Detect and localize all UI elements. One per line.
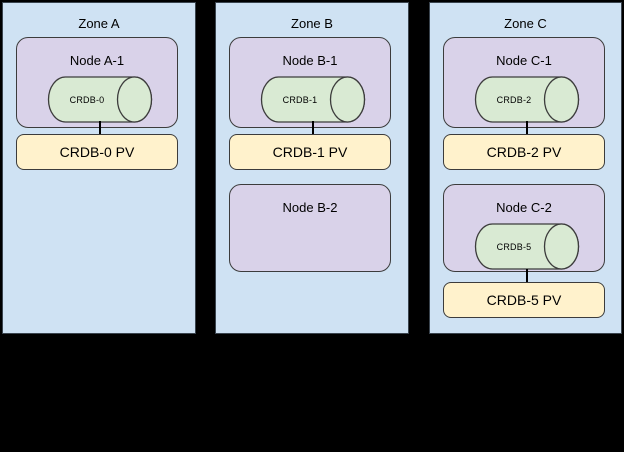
zone-a: Zone A Node A-1 CRDB-0 CRDB-0 PV [2, 2, 196, 334]
crdb-5-pv: CRDB-5 PV [443, 282, 605, 318]
node-c-1-label: Node C-1 [496, 53, 552, 68]
crdb-2-pod: CRDB-2 [474, 76, 580, 123]
node-a-1-label: Node A-1 [69, 53, 125, 68]
crdb-5-pod-label: CRDB-5 [496, 241, 532, 252]
database-cylinder-icon [474, 76, 580, 123]
database-cylinder-icon [260, 76, 366, 123]
crdb-0-pv: CRDB-0 PV [16, 134, 178, 170]
database-cylinder-icon [474, 223, 580, 270]
pod-to-pv-connector [526, 121, 528, 135]
database-cylinder-icon [47, 76, 153, 123]
crdb-2-pod-label: CRDB-2 [496, 94, 532, 105]
crdb-0-pod: CRDB-0 [47, 76, 153, 123]
pod-to-pv-connector [312, 121, 314, 135]
crdb-5-pod: CRDB-5 [474, 223, 580, 270]
zone-c-label: Zone C [504, 16, 547, 31]
crdb-1-pod: CRDB-1 [260, 76, 366, 123]
pod-to-pv-connector [99, 121, 101, 135]
crdb-1-pod-label: CRDB-1 [282, 94, 318, 105]
zone-b-label: Zone B [291, 16, 333, 31]
zone-c: Zone C Node C-1 CRDB-2 CRDB-2 PV Node C-… [429, 2, 622, 334]
crdb-2-pv: CRDB-2 PV [443, 134, 605, 170]
zone-b: Zone B Node B-1 CRDB-1 CRDB-1 PV Node B-… [215, 2, 409, 334]
node-b-2: Node B-2 [229, 184, 391, 272]
crdb-0-pod-label: CRDB-0 [69, 94, 105, 105]
pod-to-pv-connector [526, 269, 528, 283]
node-b-1-label: Node B-1 [282, 53, 338, 68]
zone-a-label: Zone A [78, 16, 120, 31]
crdb-1-pv: CRDB-1 PV [229, 134, 391, 170]
node-c-2-label: Node C-2 [496, 200, 552, 215]
node-b-2-label: Node B-2 [282, 200, 338, 215]
